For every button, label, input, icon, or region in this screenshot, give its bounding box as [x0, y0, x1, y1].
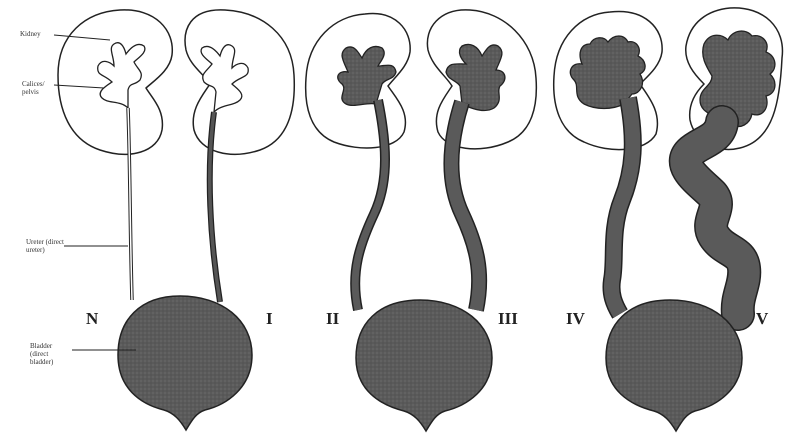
bladder-1 [118, 296, 252, 430]
bladder-2 [356, 300, 492, 431]
bladder-3 [606, 300, 742, 431]
label-calyces: Calices/ pelvis [22, 80, 52, 96]
label-kidney: Kidney [20, 30, 41, 38]
grade-label-iii: III [498, 309, 518, 329]
kidney-i [185, 10, 294, 154]
pair-n-i [58, 10, 294, 430]
pair-iv-v [554, 8, 783, 431]
grade-label-v: V [756, 309, 768, 329]
label-ureter: Ureter (direct ureter) [26, 238, 64, 254]
label-bladder: Bladder (direct bladder) [30, 342, 72, 366]
grade-label-iv: IV [566, 309, 585, 329]
grade-label-ii: II [326, 309, 339, 329]
grade-label-i: I [266, 309, 273, 329]
grade-label-n: N [86, 309, 98, 329]
pair-ii-iii [306, 10, 537, 431]
